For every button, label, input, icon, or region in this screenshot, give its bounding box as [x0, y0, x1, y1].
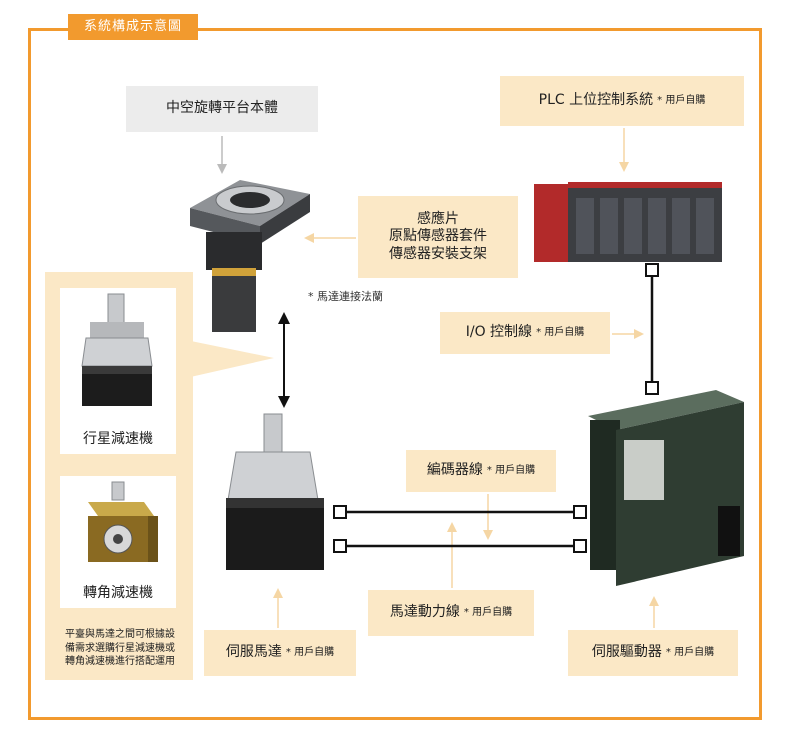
diagram-frame: [28, 28, 762, 720]
power-suffix: * 用戶自購: [463, 606, 513, 618]
servo-motor-arrow-head: [273, 588, 283, 598]
encoder-cable-box: 編碼器線 * 用戶自購: [406, 450, 556, 492]
servo-driver-suffix: * 用戶自購: [665, 646, 715, 658]
reducer-description: 平臺與馬達之間可根據設 備需求選購行星減速機或 轉角減速機進行搭配運用: [52, 628, 188, 669]
flange-note: * 馬達連接法蘭: [308, 290, 383, 303]
right-angle-label: 轉角減速機: [83, 585, 153, 601]
plc-arrow-head: [619, 162, 629, 172]
io-cable-end-top: [645, 263, 659, 277]
io-suffix: * 用戶自購: [536, 326, 585, 338]
planetary-reducer-image: [81, 293, 153, 406]
io-cable-box: I/O 控制線 * 用戶自購: [440, 312, 610, 354]
encoder-arrow-head: [483, 530, 493, 540]
io-label: I/O 控制線: [465, 324, 533, 341]
plc-label: PLC 上位控制系統: [538, 92, 654, 109]
description-line-1: 平臺與馬達之間可根據設: [65, 629, 175, 640]
sensor-box: 感應片 原點傳感器套件 傳感器安裝支架: [358, 196, 518, 278]
planetary-label: 行星減速機: [83, 431, 153, 447]
power-cable-end-left: [333, 539, 347, 553]
right-angle-reducer-card: 轉角減速機: [60, 476, 176, 608]
diagram-title: 系統構成示意圖: [68, 14, 199, 40]
power-label: 馬達動力線: [389, 604, 460, 621]
rotary-platform-label: 中空旋轉平台本體: [166, 100, 278, 117]
plc-image: [534, 182, 722, 262]
plc-suffix: * 用戶自購: [657, 94, 706, 106]
right-angle-reducer-image: [88, 481, 158, 562]
panel-pointer: [186, 340, 274, 378]
io-arrow-head: [634, 329, 644, 339]
mount-arrow-down: [278, 396, 290, 408]
encoder-label: 編碼器線: [426, 462, 483, 479]
plc-box: PLC 上位控制系統 * 用戶自購: [500, 76, 744, 126]
servo-motor-label: 伺服馬達: [225, 644, 282, 661]
mount-arrow-up: [278, 312, 290, 324]
power-cable-box: 馬達動力線 * 用戶自購: [368, 590, 534, 636]
encoder-cable-end-left: [333, 505, 347, 519]
planetary-reducer-card: 行星減速機: [60, 288, 176, 454]
sensor-line-2: 原點傳感器套件: [389, 228, 487, 245]
servo-driver-arrow-head: [649, 596, 659, 606]
power-cable-end-right: [573, 539, 587, 553]
platform-arrow-head: [217, 164, 227, 174]
servo-driver-box: 伺服驅動器 * 用戶自購: [568, 630, 738, 676]
power-arrow-head: [447, 522, 457, 532]
description-line-2: 備需求選購行星減速機或: [65, 642, 175, 654]
servo-motor-image: [226, 413, 324, 570]
servo-motor-box: 伺服馬達 * 用戶自購: [204, 630, 356, 676]
sensor-line-3: 傳感器安裝支架: [389, 245, 487, 262]
rotary-platform-image: [190, 180, 310, 332]
sensor-arrow-head: [304, 233, 314, 243]
encoder-cable-end-right: [573, 505, 587, 519]
servo-motor-suffix: * 用戶自購: [285, 646, 335, 658]
io-cable-end-bottom: [645, 381, 659, 395]
rotary-platform-box: 中空旋轉平台本體: [126, 86, 318, 132]
servo-driver-label: 伺服驅動器: [591, 644, 662, 661]
servo-driver-image: [588, 390, 744, 586]
encoder-suffix: * 用戶自購: [486, 464, 536, 476]
description-line-3: 轉角減速機進行搭配運用: [65, 656, 175, 667]
sensor-line-1: 感應片: [417, 210, 459, 227]
